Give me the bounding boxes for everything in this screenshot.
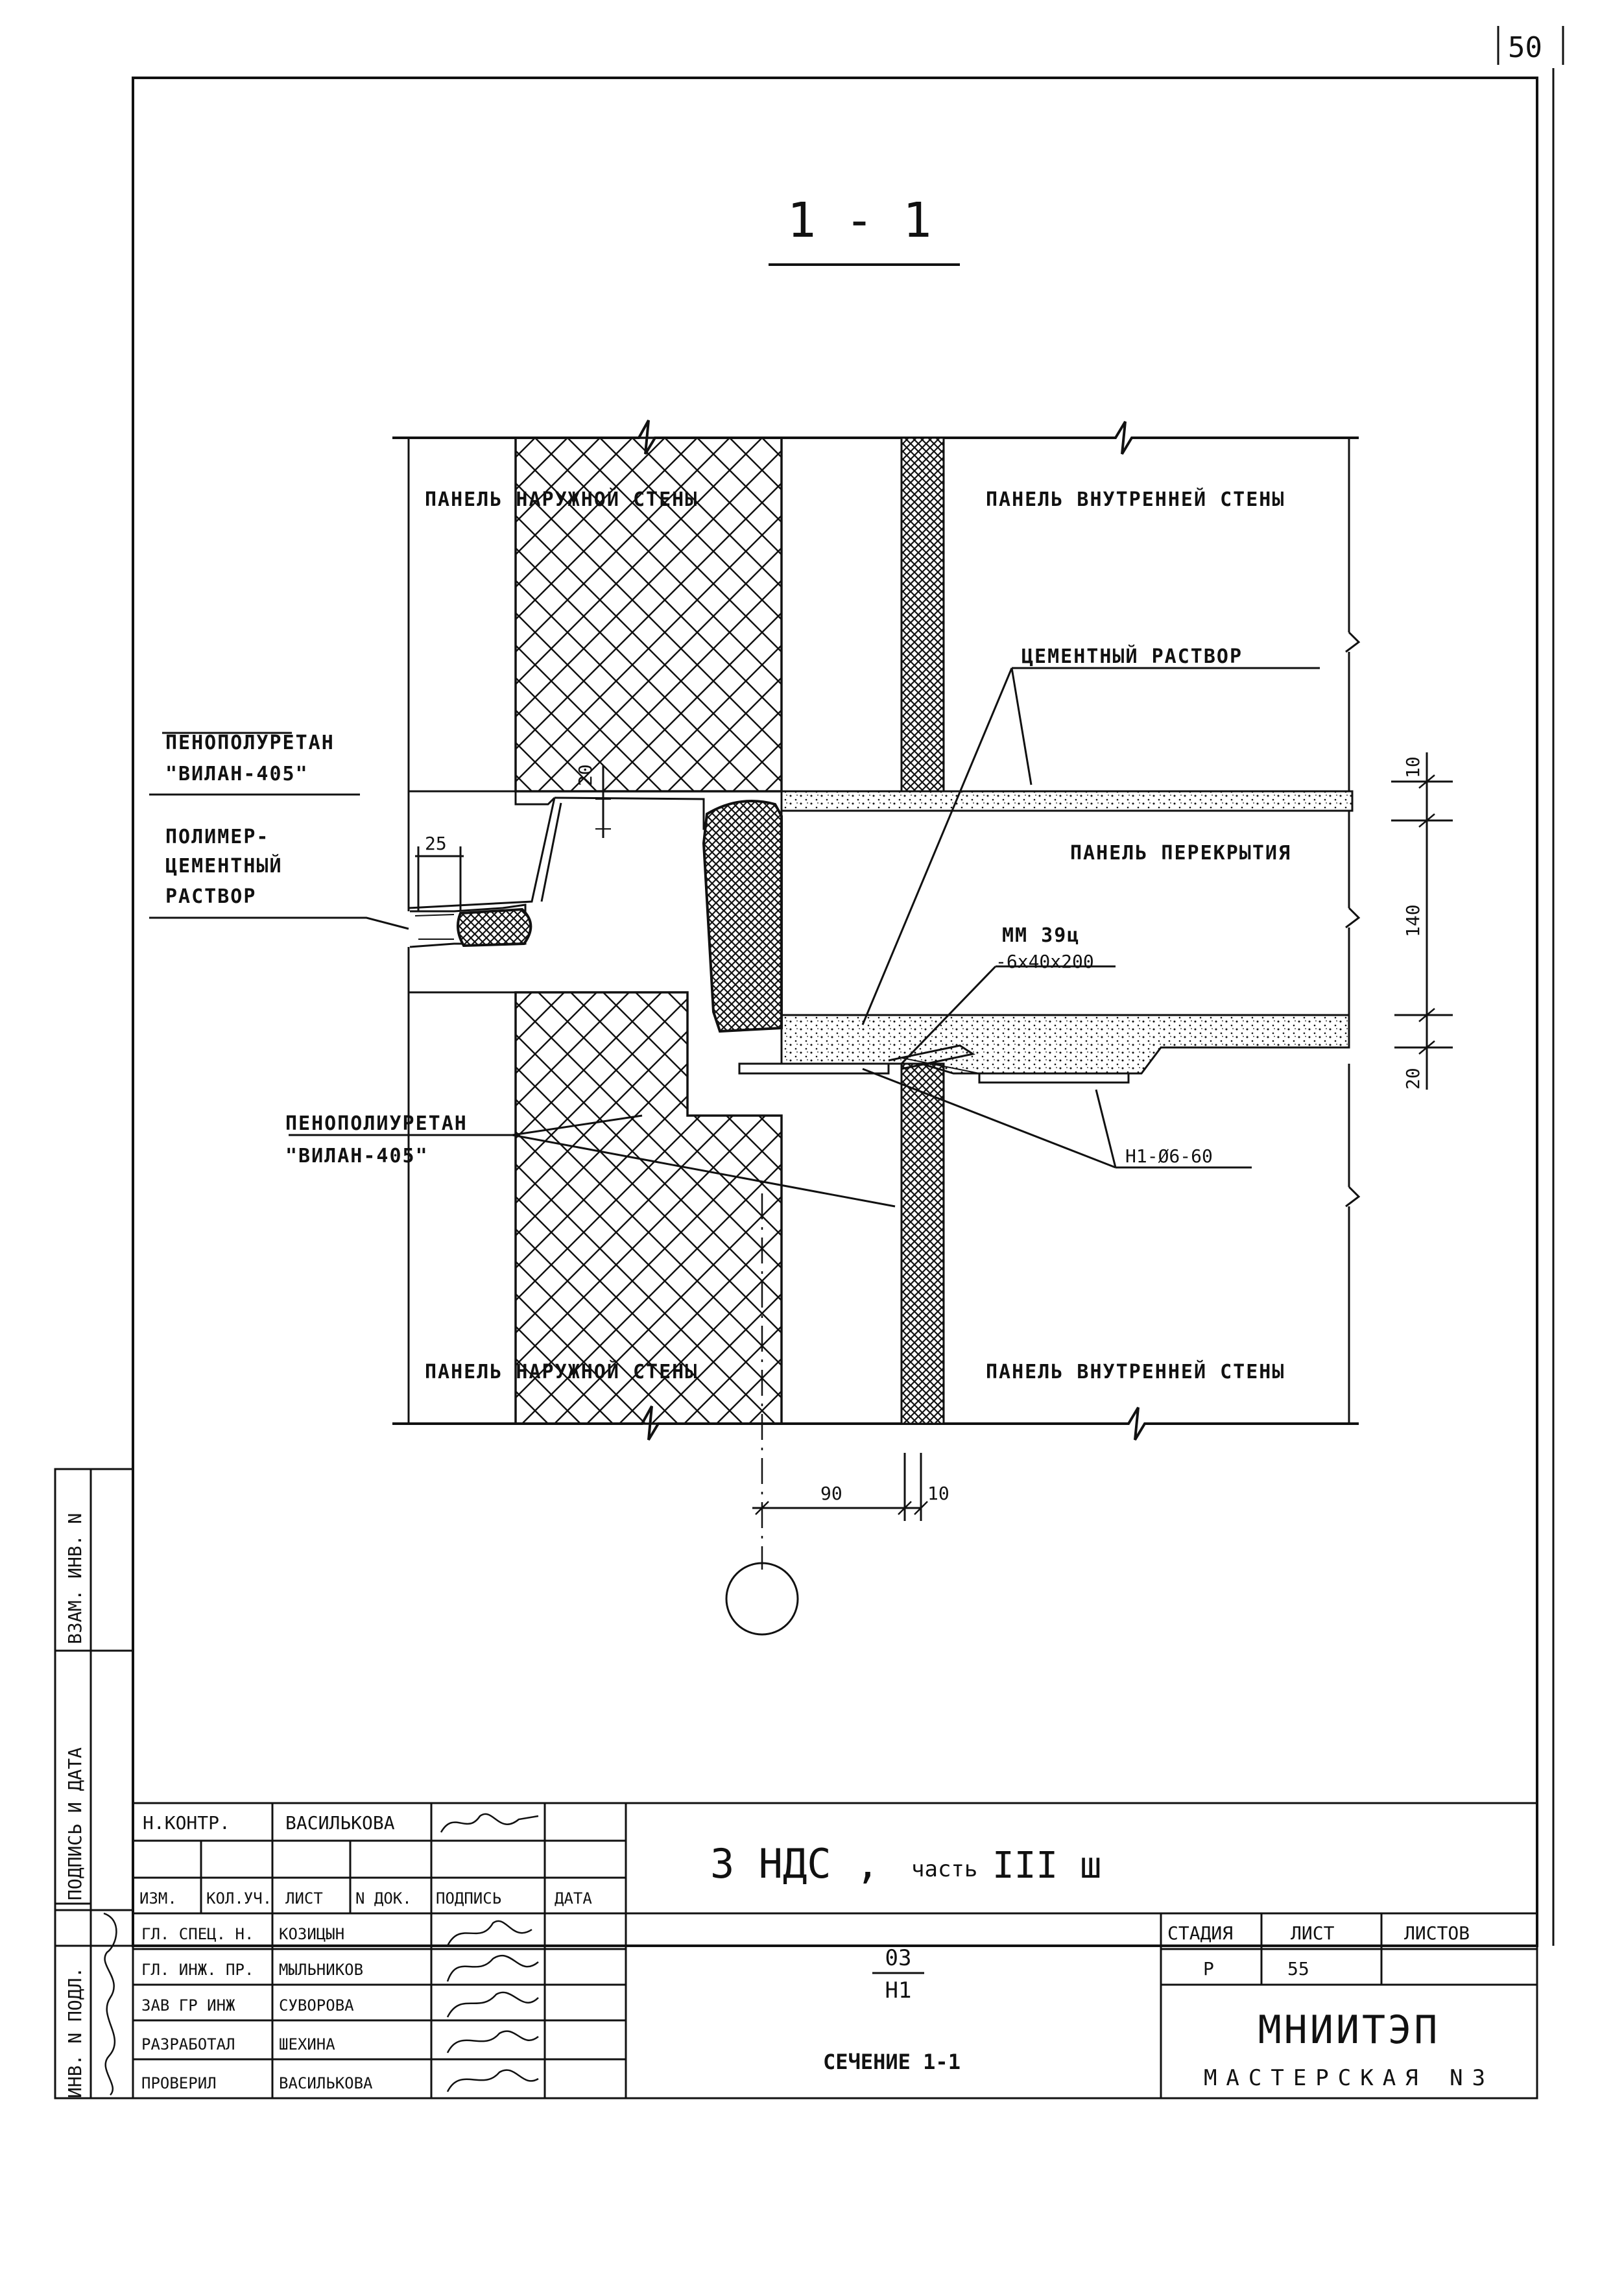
dim-10-bottom: 10 [927,1483,949,1504]
section-drawing [149,420,1453,1570]
tb-role-0: ГЛ. СПЕЦ. Н. [141,1925,254,1943]
dim-90: 90 [820,1483,842,1504]
upper-inner-wall-strip [900,437,945,793]
label-polyurethane-top-2: "ВИЛАН-405" [165,763,309,785]
label-polyurethane-bottom-2: "ВИЛАН-405" [285,1145,429,1167]
sealant-bead [457,907,532,948]
tb-code-den: Н1 [885,1978,912,2004]
tb-head-izm: ИЗМ. [139,1889,177,1908]
sheet-frame [132,77,1538,1947]
section-title: 1 - 1 [787,193,932,248]
label-inner-wall-bottom: ПАНЕЛЬ ВНУТРЕННЕЙ СТЕНЫ [986,1360,1285,1383]
tb-head-koluch: КОЛ.УЧ. [206,1889,272,1908]
label-outer-wall-top: ПАНЕЛЬ НАРУЖНОЙ СТЕНЫ [425,488,698,511]
label-floor-panel: ПАНЕЛЬ ПЕРЕКРЫТИЯ [1070,842,1291,865]
tb-stage-val: Р [1203,1958,1214,1980]
axis-marker-circle [725,1562,799,1636]
tb-name-0: КОЗИЦЫН [279,1925,344,1943]
tb-project-roman: III ш [992,1845,1102,1887]
signatures [440,1813,539,2092]
page-number: 50 [1508,31,1542,64]
label-polyurethane-bottom-1: ПЕНОПОЛИУРЕТАН [285,1112,468,1135]
label-cement-mortar: ЦЕМЕНТНЫЙ РАСТВОР [1021,645,1243,668]
dim-20-right: 20 [1402,1068,1424,1090]
label-polymer-3: РАСТВОР [165,885,256,908]
tb-nkontr-role: Н.КОНТР. [143,1812,230,1834]
lower-outer-wall-insulation [514,991,783,1425]
stamp-vzam: ВЗАМ. ИНВ. N [64,1513,86,1644]
tb-head-data: ДАТА [555,1889,592,1908]
tb-role-1: ГЛ. ИНЖ. ПР. [141,1961,254,1979]
dim-10-top: 10 [1402,756,1424,778]
upper-outer-wall-insulation [514,437,783,793]
dim-25: 25 [425,833,447,854]
dim-20-top: 20 [575,764,596,786]
tb-project-part: часть [911,1856,977,1882]
label-mm-2: -6х40х200 [996,951,1094,972]
label-polyurethane-top-1: ПЕНОПОЛУРЕТАН [165,732,335,754]
tb-name-4: ВАСИЛЬКОВА [279,2074,373,2092]
label-outer-wall-bottom: ПАНЕЛЬ НАРУЖНОЙ СТЕНЫ [425,1360,698,1383]
tb-role-2: ЗАВ ГР ИНЖ [141,1996,235,2015]
label-h1: Н1-Ø6-60 [1125,1145,1213,1167]
tb-name-1: МЫЛЬНИКОВ [279,1961,363,1979]
side-stamp [54,1468,134,1947]
title-block [132,1802,1538,2100]
tb-role-3: РАЗРАБОТАЛ [141,2035,235,2053]
tb-sheets-hdr: ЛИСТОВ [1404,1922,1470,1944]
tb-head-list: ЛИСТ [285,1889,323,1908]
floor-end-insulation [702,800,783,1033]
tb-head-ndok: N ДОК. [355,1889,412,1908]
lower-inner-wall-strip [900,1062,945,1425]
dim-140: 140 [1402,904,1424,937]
label-polymer-2: ЦЕМЕНТНЫЙ [165,854,283,878]
tb-sheet-name: СЕЧЕНИЕ 1-1 [823,2050,961,2074]
steel-plate-right [978,1072,1130,1084]
stamp-inv: ИНВ. N ПОДЛ. [64,1967,86,2098]
top-mortar-bed [780,790,1354,812]
tb-org: МНИИТЭП [1258,2007,1440,2053]
tb-role-4: ПРОВЕРИЛ [141,2074,217,2092]
page-number-box: 50 [1497,26,1564,65]
tb-project-main: 3 НДС , [710,1840,879,1887]
label-polymer-1: ПОЛИМЕР- [165,826,270,848]
label-inner-wall-top: ПАНЕЛЬ ВНУТРЕННЕЙ СТЕНЫ [986,488,1285,511]
steel-plate [738,1062,890,1075]
tb-sheet-hdr: ЛИСТ [1291,1922,1335,1944]
tb-nkontr-name: ВАСИЛЬКОВА [285,1812,395,1834]
tb-head-podpis: ПОДПИСЬ [436,1889,501,1908]
stamp-podpis: ПОДПИСЬ И ДАТА [64,1747,86,1900]
tb-name-2: СУВОРОВА [279,1996,354,2015]
tb-org-sub: МАСТЕРСКАЯ N3 [1204,2065,1494,2091]
tb-code-num: 03 [885,1945,912,1971]
tb-name-3: ШЕХИНА [279,2035,335,2053]
tb-stage-hdr: СТАДИЯ [1167,1922,1233,1944]
tb-sheet-val: 55 [1287,1958,1309,1980]
label-mm-1: ММ 39ц [1002,924,1080,947]
top-break-line [392,420,1359,455]
